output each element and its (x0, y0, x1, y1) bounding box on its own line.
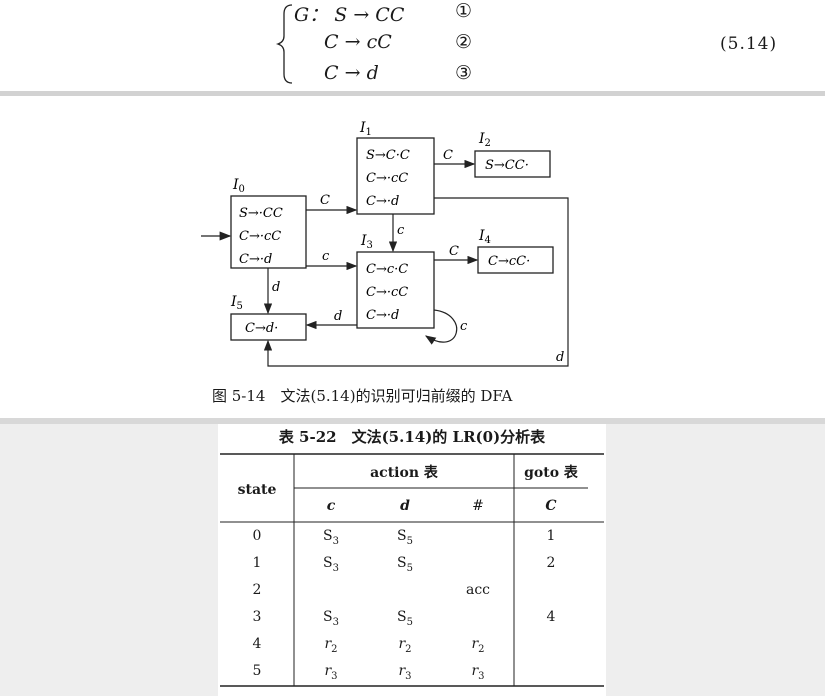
state-item: C→·cC (239, 229, 281, 244)
state-label-i4: I4 (478, 228, 491, 246)
state-item: C→d· (245, 321, 278, 336)
state-item: S→·CC (239, 206, 283, 221)
state-item: C→·cC (366, 171, 408, 186)
grammar-brace (275, 4, 293, 84)
state-item: C→·d (366, 308, 399, 323)
table-cell-d: r2 (398, 636, 412, 655)
table-panel: 表 5-22 文法(5.14)的 LR(0)分析表 state action 表… (0, 424, 825, 696)
column-d: d (400, 498, 410, 514)
edge-label: c (397, 223, 405, 238)
header-state: state (237, 482, 277, 498)
header-goto: goto 表 (524, 465, 578, 481)
table-cell-c: S3 (323, 528, 339, 547)
edge-label: d (272, 280, 280, 295)
state-item: S→C·C (366, 148, 410, 163)
edge-label: c (460, 319, 468, 334)
edge-label: C (320, 193, 330, 208)
production-number-3: ③ (455, 62, 473, 84)
state-label-i3: I3 (360, 233, 373, 251)
state-item: C→·cC (366, 285, 408, 300)
column-hash: # (472, 498, 484, 514)
grammar-line-3: C → d (324, 62, 379, 84)
table-cell-c: S3 (323, 609, 339, 628)
state-item: C→cC· (488, 254, 530, 269)
table-cell-c: r3 (324, 663, 338, 682)
table-cell-state: 0 (252, 528, 262, 544)
edge-label: c (322, 249, 330, 264)
edge-label: d (334, 309, 342, 324)
table-cell-C: 2 (546, 555, 556, 571)
table-cell-d: S5 (397, 555, 413, 574)
state-label-i0: I0 (232, 177, 245, 195)
grammar-line-2: C → cC (324, 31, 392, 53)
dfa-diagram: I0 I1 I2 I3 I4 I5 S→·CC C→·cC C→·d S→C·C… (201, 120, 569, 367)
table-cell-state: 1 (252, 555, 262, 571)
table-title: 表 5-22 文法(5.14)的 LR(0)分析表 (278, 428, 546, 446)
table-page: 表 5-22 文法(5.14)的 LR(0)分析表 state action 表… (218, 424, 606, 696)
state-item: S→CC· (485, 158, 529, 173)
panel-divider (0, 91, 825, 96)
edge-i3-self (424, 309, 458, 345)
state-label-i5: I5 (230, 294, 243, 312)
state-label-i1: I1 (359, 120, 372, 138)
table-cell-c: r2 (324, 636, 338, 655)
table-rules (220, 453, 604, 687)
state-item: C→·d (239, 252, 272, 267)
table-cell-hash: r3 (471, 663, 485, 682)
table-cell-c: S3 (323, 555, 339, 574)
table-cell-d: S5 (397, 609, 413, 628)
table-cell-hash: acc (465, 582, 491, 598)
production-number-2: ② (455, 31, 473, 53)
panel-divider (0, 418, 825, 424)
edge-i1-i5 (263, 197, 569, 367)
table-cell-state: 5 (252, 663, 262, 679)
state-label-i2: I2 (478, 131, 491, 149)
figure-caption: 图 5-14 文法(5.14)的识别可归前缀的 DFA (212, 387, 513, 405)
edge-label: C (443, 148, 453, 163)
table-cell-state: 2 (252, 582, 262, 598)
state-item: C→·d (366, 194, 399, 209)
grammar-line-1: G： S → CC (294, 4, 405, 26)
equation-number: (5.14) (720, 34, 778, 54)
column-c: c (326, 498, 336, 514)
table-cell-state: 3 (252, 609, 262, 625)
table-cell-d: S5 (397, 528, 413, 547)
header-action: action 表 (370, 465, 438, 481)
grammar-panel: G： S → CC C → cC C → d ① ② ③ (5.14) (0, 0, 825, 96)
table-cell-d: r3 (398, 663, 412, 682)
table-cell-hash: r2 (471, 636, 485, 655)
table-cell-C: 1 (546, 528, 556, 544)
table-cell-state: 4 (252, 636, 262, 652)
column-C: C (545, 498, 557, 514)
dfa-panel: I0 I1 I2 I3 I4 I5 S→·CC C→·cC C→·d S→C·C… (0, 96, 825, 424)
table-cell-C: 4 (546, 609, 556, 625)
edge-label: d (556, 350, 564, 365)
state-box-i1 (356, 137, 435, 215)
edge-label: C (449, 244, 459, 259)
state-item: C→c·C (366, 262, 408, 277)
production-number-1: ① (455, 0, 473, 22)
